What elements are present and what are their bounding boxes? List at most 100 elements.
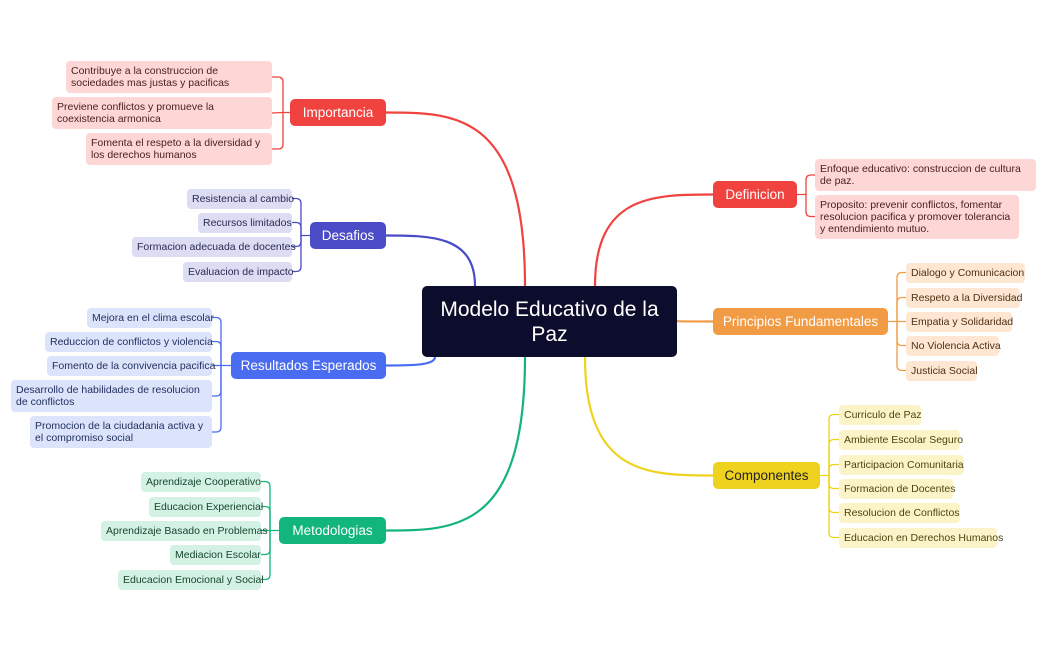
principios-leaf-line: [896, 320, 907, 372]
metodologias-item-label: Mediacion Escolar: [175, 549, 261, 561]
principios-leaf-line: [896, 271, 907, 323]
componentes-item-label: Resolucion de Conflictos: [844, 507, 960, 519]
componentes-item[interactable]: Resolucion de Conflictos: [839, 503, 960, 523]
desafios-item[interactable]: Resistencia al cambio: [187, 189, 295, 209]
principios-node[interactable]: Principios Fundamentales: [713, 308, 888, 335]
importancia-leaf-line: [271, 76, 284, 114]
importancia-item[interactable]: Fomenta el respeto a la diversidad y los…: [86, 133, 272, 165]
desafios-item-label: Resistencia al cambio: [192, 193, 295, 205]
principios-item-label: Empatia y Solidaridad: [911, 316, 1014, 328]
metodologias-item-label: Educacion Emocional y Social: [123, 574, 264, 586]
metodologias-leaf-line: [260, 529, 271, 581]
metodologias-item[interactable]: Educacion Emocional y Social: [118, 570, 264, 590]
definicion-label: Definicion: [725, 187, 785, 202]
importancia-item[interactable]: Contribuye a la construccion de sociedad…: [66, 61, 272, 93]
importancia-leaf-line: [271, 111, 284, 114]
desafios-item-label: Evaluacion de impacto: [188, 266, 294, 278]
componentes-item[interactable]: Educacion en Derechos Humanos: [839, 528, 1003, 548]
metodologias-leaf-line: [260, 505, 271, 532]
principios-item[interactable]: Empatia y Solidaridad: [906, 312, 1014, 332]
componentes-leaf-line: [828, 438, 840, 477]
resultados-leaf-line: [211, 340, 222, 367]
componentes-leaf-line: [828, 413, 840, 477]
componentes-leaf-line: [828, 474, 840, 490]
metodologias-item-label: Educacion Experiencial: [154, 501, 264, 513]
desafios-leaf-line: [291, 234, 302, 273]
resultados-item[interactable]: Desarrollo de habilidades de resolucion …: [11, 380, 212, 412]
resultados-item-label: Desarrollo de habilidades de resolucion …: [16, 384, 200, 408]
resultados-item[interactable]: Fomento de la convivencia pacifica: [47, 356, 216, 376]
desafios-item-label: Formacion adecuada de docentes: [137, 241, 296, 253]
resultados-label: Resultados Esperados: [240, 358, 377, 373]
resultados-item-label: Fomento de la convivencia pacifica: [52, 360, 216, 372]
componentes-item-label: Curriculo de Paz: [844, 409, 922, 421]
desafios-item[interactable]: Formacion adecuada de docentes: [132, 237, 296, 257]
definicion-node[interactable]: Definicion: [713, 181, 797, 208]
resultados-item[interactable]: Promocion de la ciudadania activa y el c…: [30, 416, 212, 448]
principios-leaf-line: [896, 320, 907, 347]
metodologias-label: Metodologias: [292, 523, 373, 538]
principios-branch-line: [675, 319, 715, 323]
principios-item[interactable]: Dialogo y Comunicacion: [906, 263, 1025, 283]
importancia-item-label: Contribuye a la construccion de sociedad…: [71, 65, 230, 89]
definicion-leaf-line: [805, 193, 816, 218]
definicion-item[interactable]: Proposito: prevenir conflictos, fomentar…: [815, 195, 1019, 239]
componentes-item[interactable]: Formacion de Docentes: [839, 479, 956, 499]
principios-item-label: Respeto a la Diversidad: [911, 292, 1023, 304]
desafios-leaf-line: [291, 221, 302, 237]
metodologias-item[interactable]: Aprendizaje Basado en Problemas: [101, 521, 268, 541]
resultados-leaf-line: [211, 316, 222, 367]
resultados-item[interactable]: Reduccion de conflictos y violencia: [45, 332, 213, 352]
resultados-item-label: Mejora en el clima escolar: [92, 312, 214, 324]
desafios-branch-line: [384, 234, 477, 288]
resultados-item-label: Reduccion de conflictos y violencia: [50, 336, 213, 348]
componentes-item[interactable]: Curriculo de Paz: [839, 405, 922, 425]
principios-label: Principios Fundamentales: [722, 314, 879, 329]
metodologias-item[interactable]: Aprendizaje Cooperativo: [141, 472, 261, 492]
componentes-label: Componentes: [724, 468, 809, 483]
definicion-item[interactable]: Enfoque educativo: construccion de cultu…: [815, 159, 1036, 191]
central-topic-label: Modelo Educativo de la Paz: [440, 297, 659, 346]
componentes-item-label: Participacion Comunitaria: [844, 459, 964, 471]
resultados-node[interactable]: Resultados Esperados: [231, 352, 386, 379]
importancia-node[interactable]: Importancia: [290, 99, 386, 126]
metodologias-item-label: Aprendizaje Basado en Problemas: [106, 525, 268, 537]
componentes-item[interactable]: Participacion Comunitaria: [839, 455, 964, 475]
desafios-item-label: Recursos limitados: [203, 217, 292, 229]
importancia-leaf-line: [271, 111, 284, 150]
componentes-item[interactable]: Ambiente Escolar Seguro: [839, 430, 964, 450]
importancia-label: Importancia: [302, 105, 374, 120]
resultados-branch-line: [384, 355, 437, 367]
central-topic[interactable]: Modelo Educativo de la Paz: [422, 286, 677, 357]
desafios-item[interactable]: Recursos limitados: [198, 213, 292, 233]
metodologias-leaf-line: [260, 480, 271, 532]
principios-item[interactable]: Justicia Social: [906, 361, 978, 381]
metodologias-node[interactable]: Metodologias: [279, 517, 386, 544]
componentes-leaf-line: [828, 474, 840, 514]
desafios-node[interactable]: Desafios: [310, 222, 386, 249]
definicion-item-label: Proposito: prevenir conflictos, fomentar…: [820, 199, 1011, 235]
principios-leaf-line: [896, 296, 907, 323]
metodologias-item[interactable]: Educacion Experiencial: [149, 497, 264, 517]
metodologias-item-label: Aprendizaje Cooperativo: [146, 476, 261, 488]
componentes-leaf-line: [828, 463, 840, 477]
componentes-item-label: Ambiente Escolar Seguro: [844, 434, 964, 446]
definicion-leaf-line: [805, 174, 816, 196]
metodologias-branch-line: [384, 355, 527, 532]
componentes-node[interactable]: Componentes: [713, 462, 820, 489]
resultados-item[interactable]: Mejora en el clima escolar: [87, 308, 214, 328]
resultados-leaf-line: [211, 364, 222, 433]
definicion-item-label: Enfoque educativo: construccion de cultu…: [820, 163, 1021, 187]
desafios-label: Desafios: [321, 228, 375, 243]
componentes-item-label: Formacion de Docentes: [844, 483, 956, 495]
importancia-branch-line: [384, 111, 527, 288]
importancia-item-label: Fomenta el respeto a la diversidad y los…: [91, 137, 261, 161]
desafios-leaf-line: [291, 197, 302, 237]
metodologias-item[interactable]: Mediacion Escolar: [170, 545, 261, 565]
importancia-item[interactable]: Previene conflictos y promueve la coexis…: [52, 97, 272, 129]
principios-item[interactable]: Respeto a la Diversidad: [906, 288, 1023, 308]
componentes-leaf-line: [828, 474, 840, 539]
principios-item[interactable]: No Violencia Activa: [906, 336, 1001, 356]
desafios-item[interactable]: Evaluacion de impacto: [183, 262, 294, 282]
